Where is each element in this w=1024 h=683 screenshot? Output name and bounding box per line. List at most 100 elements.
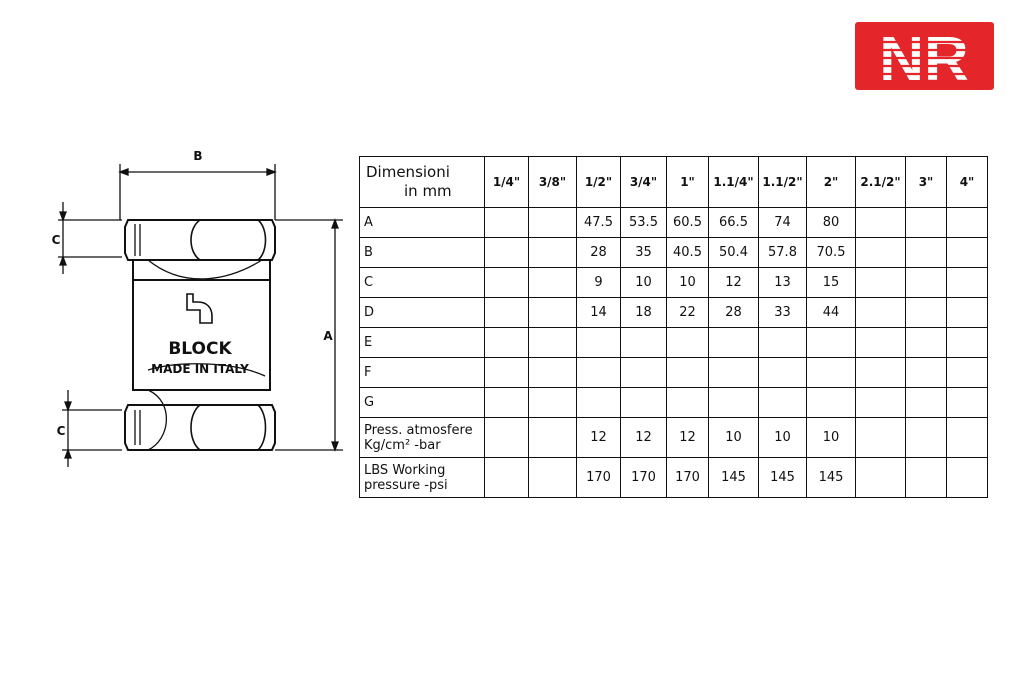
table-cell: 10 xyxy=(708,417,759,458)
label-c-bottom: C xyxy=(57,424,66,438)
table-cell xyxy=(946,387,988,418)
table-cell xyxy=(484,417,529,458)
header-line1: Dimensioni xyxy=(366,163,450,181)
row-label-text: B xyxy=(364,245,373,260)
table-cell: 35 xyxy=(620,237,667,268)
row-label-line1: Press. atmosfere xyxy=(364,422,473,438)
table-cell: 60.5 xyxy=(666,207,709,238)
table-cell: 10 xyxy=(666,267,709,298)
col-header: 1.1/2" xyxy=(758,156,807,208)
table-cell xyxy=(620,357,667,388)
table-cell: 170 xyxy=(620,457,667,498)
table-cell: 53.5 xyxy=(620,207,667,238)
col-header: 1/4" xyxy=(484,156,529,208)
table-cell xyxy=(528,267,577,298)
table-cell: 10 xyxy=(758,417,807,458)
table-cell xyxy=(855,457,906,498)
table-cell xyxy=(946,267,988,298)
col-header: 2" xyxy=(806,156,856,208)
table-cell xyxy=(905,417,947,458)
row-label: E xyxy=(359,327,485,358)
table-cell xyxy=(946,417,988,458)
table-cell xyxy=(806,327,856,358)
label-a: A xyxy=(323,329,333,343)
table-cell: 15 xyxy=(806,267,856,298)
brand-text: BLOCK xyxy=(168,339,232,359)
table-cell xyxy=(708,327,759,358)
col-header: 1/2" xyxy=(576,156,621,208)
table-cell xyxy=(528,327,577,358)
label-c-top: C xyxy=(52,233,61,247)
table-cell: 47.5 xyxy=(576,207,621,238)
table-cell: 145 xyxy=(806,457,856,498)
table-cell: 80 xyxy=(806,207,856,238)
table-cell: 170 xyxy=(666,457,709,498)
table-cell xyxy=(528,357,577,388)
table-cell: 33 xyxy=(758,297,807,328)
row-label-text: C xyxy=(364,275,374,290)
table-cell: 40.5 xyxy=(666,237,709,268)
table-cell xyxy=(484,457,529,498)
table-row: E xyxy=(359,327,988,358)
table-cell xyxy=(758,387,807,418)
table-cell: 10 xyxy=(806,417,856,458)
table-cell xyxy=(528,457,577,498)
col-header: 1" xyxy=(666,156,709,208)
table-corner-header: Dimensioni in mm xyxy=(359,156,485,208)
row-label: B xyxy=(359,237,485,268)
table-cell xyxy=(576,357,621,388)
table-cell xyxy=(905,457,947,498)
table-header-row: Dimensioni in mm 1/4" 3/8" 1/2" 3/4" 1" … xyxy=(359,156,988,208)
table-cell xyxy=(484,357,529,388)
table-cell xyxy=(708,387,759,418)
table-cell xyxy=(855,297,906,328)
table-cell xyxy=(855,237,906,268)
col-header: 4" xyxy=(946,156,988,208)
table-cell: 12 xyxy=(620,417,667,458)
table-cell xyxy=(946,357,988,388)
table-cell: 9 xyxy=(576,267,621,298)
table-cell xyxy=(528,207,577,238)
row-label: D xyxy=(359,297,485,328)
table-cell xyxy=(946,327,988,358)
table-cell xyxy=(855,357,906,388)
table-cell: 14 xyxy=(576,297,621,328)
row-label-text: D xyxy=(364,305,375,320)
table-cell xyxy=(576,387,621,418)
table-cell: 12 xyxy=(576,417,621,458)
row-label-text: G xyxy=(364,395,375,410)
table-cell xyxy=(855,387,906,418)
table-cell: 18 xyxy=(620,297,667,328)
table-cell xyxy=(905,327,947,358)
table-cell xyxy=(576,327,621,358)
row-label-text: F xyxy=(364,365,372,380)
table-cell: 66.5 xyxy=(708,207,759,238)
table-cell: 44 xyxy=(806,297,856,328)
table-cell xyxy=(806,387,856,418)
table-cell xyxy=(905,387,947,418)
table-cell xyxy=(528,297,577,328)
col-header: 3" xyxy=(905,156,947,208)
table-cell xyxy=(946,297,988,328)
row-label-text: E xyxy=(364,335,373,350)
table-cell: 28 xyxy=(708,297,759,328)
table-cell xyxy=(484,207,529,238)
table-cell: 13 xyxy=(758,267,807,298)
table-cell: 12 xyxy=(666,417,709,458)
table-cell xyxy=(855,207,906,238)
table-row: F xyxy=(359,357,988,388)
table-cell xyxy=(484,327,529,358)
table-cell xyxy=(946,207,988,238)
table-cell xyxy=(484,237,529,268)
table-cell xyxy=(905,207,947,238)
table-cell: 10 xyxy=(620,267,667,298)
table-cell xyxy=(946,237,988,268)
table-cell xyxy=(528,417,577,458)
table-cell xyxy=(905,297,947,328)
row-label-text: A xyxy=(364,215,373,230)
